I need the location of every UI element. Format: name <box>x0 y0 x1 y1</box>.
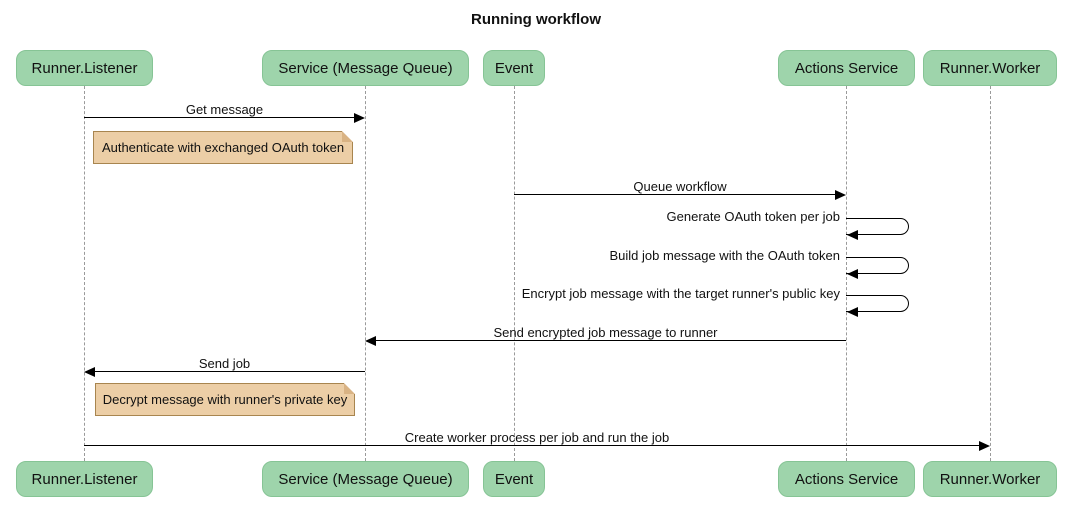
self-loop-encrypt-job-message <box>846 295 909 317</box>
actor-bottom-event: Event <box>483 461 545 497</box>
message-label-get-message: Get message <box>185 102 264 117</box>
lifeline-runner-worker <box>990 86 991 461</box>
message-line-send-encrypted-job <box>376 340 846 341</box>
actor-top-runner-worker: Runner.Worker <box>923 50 1057 86</box>
note-authenticate-oauth: Authenticate with exchanged OAuth token <box>93 131 353 164</box>
arrowhead-left-icon <box>847 307 858 317</box>
message-label-create-worker: Create worker process per job and run th… <box>404 430 670 445</box>
lifeline-event <box>514 86 515 461</box>
lifeline-service-message-queue <box>365 86 366 461</box>
arrowhead-right-icon <box>835 190 846 200</box>
self-loop-build-job-message <box>846 257 909 279</box>
message-label-generate-oauth-token: Generate OAuth token per job <box>666 209 840 224</box>
message-label-queue-workflow: Queue workflow <box>633 179 727 194</box>
diagram-title: Running workflow <box>471 11 601 28</box>
lifeline-runner-listener <box>84 86 85 461</box>
actor-bottom-actions-service: Actions Service <box>778 461 915 497</box>
message-label-encrypt-job-message: Encrypt job message with the target runn… <box>521 286 840 301</box>
actor-bottom-runner-worker: Runner.Worker <box>923 461 1057 497</box>
message-line-queue-workflow <box>514 194 835 195</box>
note-decrypt-message: Decrypt message with runner's private ke… <box>95 383 355 416</box>
actor-top-actions-service: Actions Service <box>778 50 915 86</box>
actor-top-runner-listener: Runner.Listener <box>16 50 153 86</box>
message-line-send-job <box>95 371 365 372</box>
arrowhead-right-icon <box>979 441 990 451</box>
message-label-send-job: Send job <box>198 356 251 371</box>
message-label-send-encrypted-job: Send encrypted job message to runner <box>493 325 718 340</box>
actor-bottom-runner-listener: Runner.Listener <box>16 461 153 497</box>
message-line-create-worker <box>84 445 979 446</box>
self-loop-generate-oauth-token <box>846 218 909 240</box>
arrowhead-left-icon <box>84 367 95 377</box>
arrowhead-left-icon <box>847 230 858 240</box>
arrowhead-left-icon <box>365 336 376 346</box>
arrowhead-left-icon <box>847 269 858 279</box>
message-line-get-message <box>84 117 354 118</box>
actor-bottom-service-message-queue: Service (Message Queue) <box>262 461 469 497</box>
actor-top-service-message-queue: Service (Message Queue) <box>262 50 469 86</box>
arrowhead-right-icon <box>354 113 365 123</box>
message-label-build-job-message: Build job message with the OAuth token <box>609 248 840 263</box>
actor-top-event: Event <box>483 50 545 86</box>
